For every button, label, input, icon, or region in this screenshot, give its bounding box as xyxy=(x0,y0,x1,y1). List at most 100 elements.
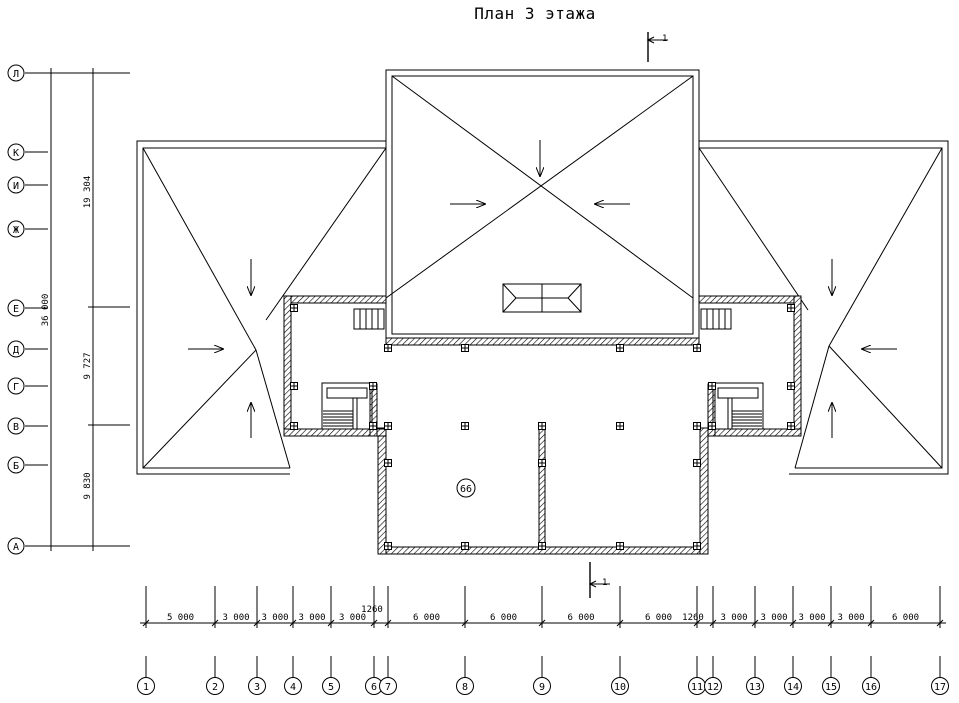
dim-tick xyxy=(616,619,624,627)
axis-label: Г xyxy=(13,382,19,393)
dim-tick xyxy=(142,619,150,627)
dim-tick xyxy=(827,619,835,627)
dim-tick xyxy=(751,619,759,627)
dim-label: 6 000 xyxy=(892,613,919,623)
column xyxy=(616,344,624,352)
axis-label: 15 xyxy=(825,682,837,693)
axis-label: 7 xyxy=(385,682,391,693)
column xyxy=(693,422,701,430)
dim-tick xyxy=(538,619,546,627)
column xyxy=(787,304,795,312)
axis-label: 17 xyxy=(934,682,946,693)
column xyxy=(384,422,392,430)
dim-label: 3 000 xyxy=(222,613,249,623)
dim-tick xyxy=(693,619,701,627)
axis-marker-Е: Е xyxy=(7,299,48,317)
axis-label: Е xyxy=(13,304,19,315)
column xyxy=(787,382,795,390)
axis-marker-2: 2 xyxy=(206,586,224,695)
stairs-left xyxy=(321,308,385,430)
axis-marker-9: 9 xyxy=(533,586,551,695)
column xyxy=(461,344,469,352)
axis-marker-5: 5 xyxy=(322,586,340,695)
axis-label: И xyxy=(13,181,19,192)
axis-label: 3 xyxy=(254,682,260,693)
column xyxy=(384,344,392,352)
axis-marker-11: 11 xyxy=(688,586,706,695)
section-mark-top: 1 xyxy=(646,32,668,62)
dim-label: 1260 xyxy=(361,605,383,615)
axis-label: 4 xyxy=(290,682,296,693)
column xyxy=(708,422,716,430)
dim-label: 5 000 xyxy=(167,613,194,623)
axis-marker-13: 13 xyxy=(746,586,764,695)
column xyxy=(290,304,298,312)
axis-label: А xyxy=(13,542,19,553)
axis-marker-6: 6 xyxy=(365,586,383,695)
dim-label: 3 000 xyxy=(720,613,747,623)
axis-marker-И: И xyxy=(7,176,48,194)
exterior-walls xyxy=(283,295,802,555)
dim-tick xyxy=(867,619,875,627)
axis-marker-8: 8 xyxy=(456,586,474,695)
dim-tick xyxy=(709,619,717,627)
axis-marker-17: 17 xyxy=(931,586,949,695)
dim-tick xyxy=(327,619,335,627)
axis-label: Ж xyxy=(13,225,19,236)
structural-columns xyxy=(290,304,795,550)
axis-marker-Д: Д xyxy=(7,340,48,358)
room-number: 66 xyxy=(460,484,472,495)
axis-marker-4: 4 xyxy=(284,586,302,695)
axis-marker-10: 10 xyxy=(611,586,629,695)
dim-label: 3 000 xyxy=(261,613,288,623)
dim-label: 3 000 xyxy=(760,613,787,623)
axis-label: К xyxy=(13,148,19,159)
column xyxy=(384,542,392,550)
section-mark-bottom: 1 xyxy=(588,562,610,598)
axis-label: 8 xyxy=(462,682,468,693)
axis-label: 16 xyxy=(865,682,877,693)
axis-label: 2 xyxy=(212,682,218,693)
dim-tick xyxy=(289,619,297,627)
axis-label: 10 xyxy=(614,682,626,693)
axis-marker-3: 3 xyxy=(248,586,266,695)
column xyxy=(369,382,377,390)
axis-label: 6 xyxy=(371,682,377,693)
column xyxy=(461,542,469,550)
dim-middle-vertical: 9 727 xyxy=(83,352,93,379)
column xyxy=(693,542,701,550)
dim-total-vertical: 36 000 xyxy=(41,294,51,327)
column xyxy=(616,422,624,430)
column xyxy=(369,422,377,430)
axis-label: Л xyxy=(13,69,19,80)
column xyxy=(538,422,546,430)
stairs-right xyxy=(700,308,764,430)
dim-label: 3 000 xyxy=(298,613,325,623)
room-number-marker: 66 xyxy=(456,478,476,498)
axis-label: 1 xyxy=(143,682,149,693)
dim-label: 6 000 xyxy=(567,613,594,623)
vertical-dimensions: 36 000 19 304 9 727 9 830 xyxy=(41,68,130,551)
roof-left-wing xyxy=(136,140,387,475)
dim-label: 6 000 xyxy=(413,613,440,623)
dim-label: 3 000 xyxy=(339,613,366,623)
axis-marker-Б: Б xyxy=(7,456,48,474)
column xyxy=(538,542,546,550)
column xyxy=(538,459,546,467)
dim-lower-vertical: 9 830 xyxy=(83,472,93,499)
column xyxy=(693,344,701,352)
roof-central xyxy=(385,69,700,341)
axis-label: 13 xyxy=(749,682,761,693)
axis-marker-А: А xyxy=(7,537,48,555)
column xyxy=(787,422,795,430)
axis-label: В xyxy=(13,422,19,433)
axis-marker-Ж: Ж xyxy=(7,220,48,238)
axis-label: 11 xyxy=(691,682,703,693)
axis-marker-1: 1 xyxy=(137,586,155,695)
dim-tick xyxy=(789,619,797,627)
dim-label: 1260 xyxy=(682,613,704,623)
dim-tick xyxy=(461,619,469,627)
axis-marker-15: 15 xyxy=(822,586,840,695)
dim-label: 3 000 xyxy=(798,613,825,623)
